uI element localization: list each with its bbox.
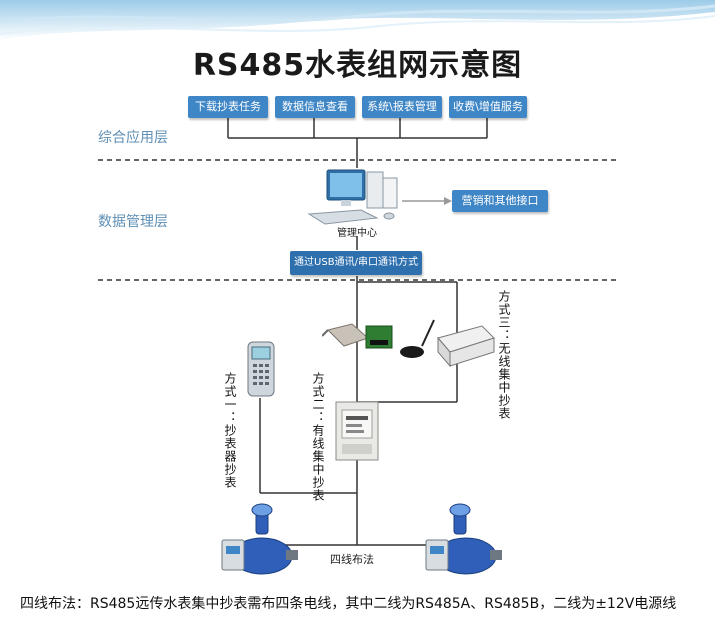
comm-method-box: 通过USB通讯/串口通讯方式 xyxy=(290,251,422,275)
method-one-label: 方式一：抄表器抄表 xyxy=(223,372,237,489)
data-management-layer-label: 数据管理层 xyxy=(98,214,168,230)
handheld-reader-icon xyxy=(247,341,275,397)
usb-converter-icon xyxy=(322,323,393,349)
data-view-button[interactable]: 数据信息查看 xyxy=(275,96,355,118)
application-layer-label: 综合应用层 xyxy=(98,130,168,146)
method-two-label: 方式二：有线集中抄表 xyxy=(311,372,325,502)
wireless-concentrator-icon xyxy=(400,319,495,368)
water-meter-right-icon xyxy=(425,503,502,575)
billing-service-button[interactable]: 收费\增值服务 xyxy=(449,96,527,118)
interface-box: 营销和其他接口 xyxy=(452,190,548,212)
management-center-label: 管理中心 xyxy=(337,228,377,239)
wiring-method-label: 四线布法 xyxy=(330,553,374,566)
header-wave-decoration xyxy=(0,0,715,70)
page-title: RS485水表组网示意图 xyxy=(192,48,523,83)
computer-icon xyxy=(307,169,398,225)
download-task-button[interactable]: 下载抄表任务 xyxy=(188,96,268,118)
water-meter-left-icon xyxy=(221,503,298,575)
wired-concentrator-icon xyxy=(335,401,379,461)
report-management-button[interactable]: 系统\报表管理 xyxy=(362,96,442,118)
method-three-label: 方式三：无线集中抄表 xyxy=(497,290,511,420)
footer-note: 四线布法：RS485远传水表集中抄表需布四条电线，其中二线为RS485A、RS4… xyxy=(20,596,677,612)
